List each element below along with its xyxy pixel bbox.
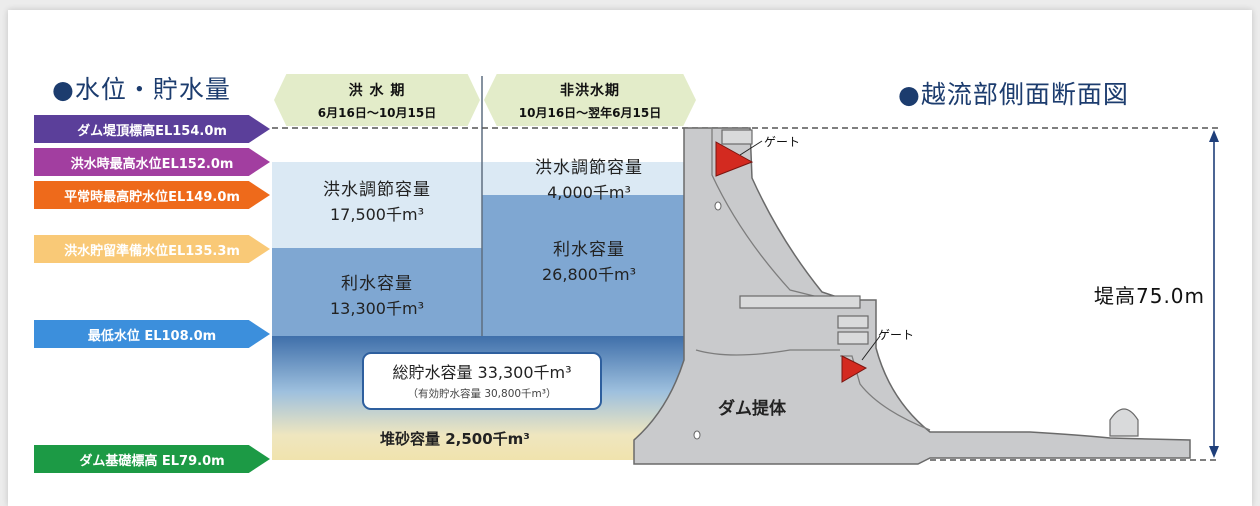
flood-season-water-use: 利水容量 13,300千m³: [282, 272, 472, 320]
total-storage: 総貯水容量 33,300千m³: [392, 363, 572, 382]
label-dam-crest: ダム堤頂標高EL154.0m: [34, 115, 270, 143]
non-flood-flood-control-zone: [482, 162, 694, 195]
dam-height-label: 堤高75.0m: [1094, 284, 1206, 308]
sediment-storage: 堆砂容量 2,500千m³: [380, 430, 530, 448]
water-use-label: 利水容量: [553, 240, 625, 260]
flood-season-top-zone: [272, 128, 482, 162]
label-dam-foundation: ダム基礎標高 EL79.0m: [34, 445, 270, 473]
gate-label-upper: ゲート: [764, 135, 801, 149]
flood-control-value: 4,000千m³: [547, 182, 631, 202]
flood-control-label: 洪水調節容量: [535, 158, 643, 178]
non-flood-season-banner: 非洪水期 10月16日～翌年6月15日: [484, 74, 696, 126]
gate-label-lower: ゲート: [878, 328, 915, 342]
flood-season-dates: 6月16日～10月15日: [317, 105, 437, 120]
non-flood-water-use-zone: [482, 195, 694, 336]
cross-section-heading: ●越流部側面断面図: [898, 80, 1129, 109]
non-flood-season-title: 非洪水期: [560, 82, 620, 99]
flood-control-value: 17,500千m³: [330, 204, 424, 224]
flood-control-label: 洪水調節容量: [323, 180, 431, 200]
flood-season-banner: 洪 水 期 6月16日～10月15日: [274, 74, 480, 126]
label-flood-prep-level: 洪水貯留準備水位EL135.3m: [34, 235, 270, 263]
flood-season-title: 洪 水 期: [348, 82, 406, 99]
total-storage-box: 総貯水容量 33,300千m³ （有効貯水容量 30,800千m³）: [362, 352, 602, 410]
non-flood-flood-control: 洪水調節容量 4,000千m³: [492, 156, 686, 204]
flood-season-water-use-zone: [272, 248, 482, 336]
flood-season-flood-control-zone: [272, 162, 482, 248]
flood-season-flood-control: 洪水調節容量 17,500千m³: [282, 178, 472, 226]
non-flood-water-use: 利水容量 26,800千m³: [492, 238, 686, 286]
label-normal-max-level: 平常時最高貯水位EL149.0m: [34, 181, 270, 209]
label-min-level: 最低水位 EL108.0m: [34, 320, 270, 348]
water-level-heading: ●水位・貯水量: [52, 75, 231, 104]
water-use-value: 13,300千m³: [330, 298, 424, 318]
dam-body-label: ダム提体: [718, 399, 786, 419]
lower-gate: [841, 355, 868, 383]
upper-gate: [715, 141, 754, 177]
effective-storage: （有効貯水容量 30,800千m³）: [407, 388, 557, 400]
dam-body: [633, 127, 1191, 465]
water-use-value: 26,800千m³: [542, 264, 636, 284]
non-flood-top-zone: [482, 128, 694, 162]
label-flood-max-level: 洪水時最高水位EL152.0m: [34, 148, 270, 176]
non-flood-season-dates: 10月16日～翌年6月15日: [518, 105, 662, 120]
water-use-label: 利水容量: [341, 274, 413, 294]
